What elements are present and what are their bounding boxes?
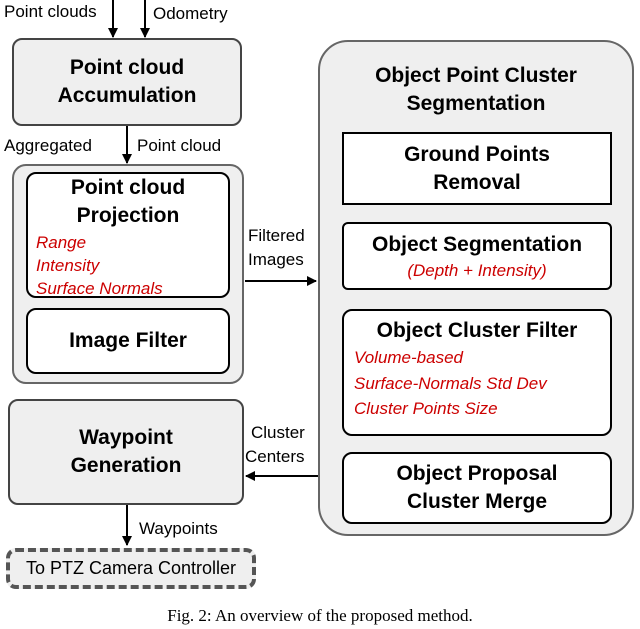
object-proposal-cluster-merge-box: Object Proposal Cluster Merge [342, 452, 612, 524]
figure-caption: Fig. 2: An overview of the proposed meth… [167, 606, 473, 625]
waypoint-generation-box: Waypoint Generation [8, 399, 244, 505]
segmentation-title-line2: Segmentation [406, 92, 546, 115]
centers-label: Centers [245, 447, 305, 466]
waypoint-title-line2: Generation [70, 454, 182, 477]
object-segmentation-box: Object Segmentation (Depth + Intensity) [342, 222, 612, 290]
waypoints-label: Waypoints [139, 519, 218, 538]
cluster-filter-item-normals: Surface-Normals Std Dev [354, 374, 547, 393]
projection-title-line2: Projection [76, 204, 180, 227]
accumulation-title-line1: Point cloud [69, 56, 185, 79]
proposal-title-line2: Cluster Merge [406, 490, 548, 513]
projection-item-range: Range [36, 233, 87, 252]
point-cloud-accumulation-box: Point cloud Accumulation [12, 38, 242, 126]
ground-points-removal-box: Ground Points Removal [342, 132, 612, 205]
object-segmentation-sub: (Depth + Intensity) [407, 260, 547, 280]
projection-item-intensity: Intensity [36, 256, 100, 275]
point-cloud-projection-box: Point cloud Projection Range Intensity S… [26, 172, 230, 298]
object-segmentation-title: Object Segmentation [371, 232, 583, 256]
odometry-label: Odometry [153, 4, 228, 23]
images-label: Images [248, 250, 304, 269]
cluster-filter-item-volume: Volume-based [354, 348, 463, 367]
ground-title-line1: Ground Points [404, 142, 550, 166]
proposal-title-line1: Object Proposal [396, 462, 558, 485]
projection-title-line1: Point cloud [70, 176, 186, 199]
cluster-filter-item-points: Cluster Points Size [354, 399, 498, 418]
aggregated-label: Aggregated [4, 136, 92, 155]
segmentation-title-line1: Object Point Cluster [375, 64, 577, 87]
ground-title-line2: Removal [433, 170, 521, 194]
object-cluster-filter-box: Object Cluster Filter Volume-based Surfa… [342, 309, 612, 436]
aggregated-pointcloud-label: Point cloud [137, 136, 222, 155]
ptz-camera-controller-box: To PTZ Camera Controller [6, 548, 256, 589]
image-filter-box: Image Filter [26, 308, 230, 374]
projection-item-surface-normals: Surface Normals [36, 279, 163, 298]
accumulation-title-line2: Accumulation [57, 84, 197, 107]
cluster-filter-title: Object Cluster Filter [376, 319, 578, 342]
waypoint-title-line1: Waypoint [79, 426, 173, 449]
cluster-label: Cluster [251, 423, 305, 442]
image-filter-title: Image Filter [69, 329, 187, 352]
point-clouds-label: Point clouds [4, 2, 97, 21]
ptz-label: To PTZ Camera Controller [25, 558, 237, 578]
filtered-label: Filtered [248, 226, 305, 245]
